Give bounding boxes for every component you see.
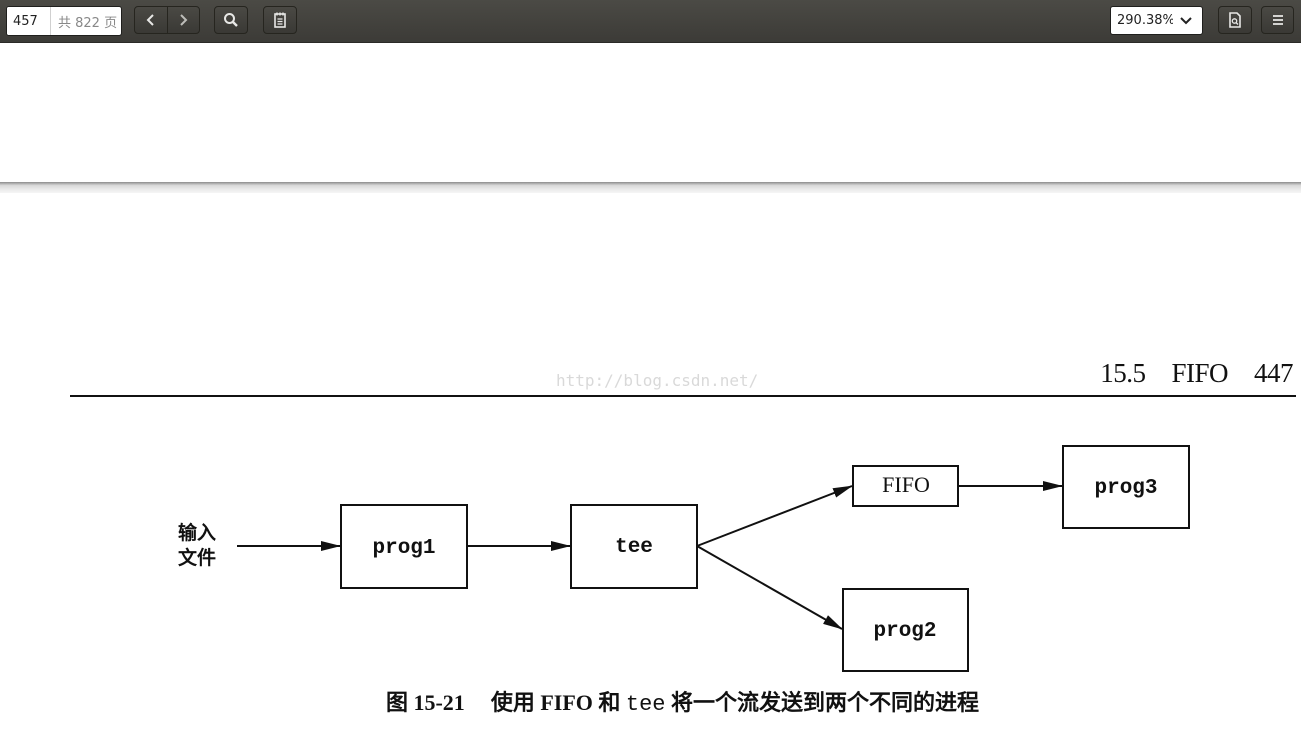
input-file-label-line2: 文件 (178, 546, 216, 569)
caption-code: tee (625, 692, 666, 717)
notepad-icon (274, 12, 286, 28)
page-number-input[interactable] (7, 7, 51, 35)
document-icon (1229, 12, 1241, 28)
search-button[interactable] (214, 6, 248, 34)
hamburger-menu-icon (1272, 15, 1283, 25)
section-number: 15.5 (1100, 358, 1146, 388)
page-nav-group (134, 6, 200, 34)
header-rule (70, 395, 1296, 397)
arrow-tee-to-prog2 (696, 545, 843, 630)
prog2-label: prog2 (873, 620, 936, 643)
watermark-url: http://blog.csdn.net/ (556, 371, 759, 390)
fifo-box: FIFO (852, 465, 959, 507)
caption-text-after: 将一个流发送到两个不同的进程 (670, 690, 979, 715)
prog1-label: prog1 (372, 537, 435, 560)
page-separator (0, 182, 1301, 193)
page-number-box: 共 822 页 (6, 6, 122, 36)
section-title: FIFO (1171, 358, 1228, 388)
caption-text-before: 使用 FIFO 和 (490, 690, 621, 715)
running-head: 15.5 FIFO 447 (1100, 358, 1293, 389)
menu-button[interactable] (1261, 6, 1294, 34)
search-icon (224, 13, 238, 27)
previous-page-button[interactable] (135, 7, 167, 33)
fifo-label: FIFO (882, 472, 930, 497)
chevron-right-icon (180, 14, 188, 26)
figure-number: 图 15-21 (385, 690, 465, 715)
tee-box: tee (570, 504, 698, 589)
page-count-label: 共 822 页 (58, 15, 118, 31)
viewer-toolbar: 共 822 页 290.38% (0, 0, 1301, 43)
arrow-tee-to-fifo (696, 485, 853, 547)
document-properties-button[interactable] (1218, 6, 1252, 34)
previous-page-bottom (0, 43, 1301, 182)
prog3-label: prog3 (1094, 477, 1157, 500)
page-number: 447 (1254, 358, 1294, 388)
figure-caption: 图 15-21 使用 FIFO 和 tee 将一个流发送到两个不同的进程 (0, 685, 1301, 717)
chevron-down-icon (1180, 16, 1192, 24)
zoom-value: 290.38% (1117, 13, 1173, 28)
zoom-select[interactable]: 290.38% (1110, 6, 1203, 35)
fifo-tee-diagram: 输入 文件 prog1 tee FIFO prog2 prog3 (178, 445, 1190, 672)
prog1-box: prog1 (340, 504, 468, 589)
next-page-button[interactable] (166, 7, 200, 33)
prog2-box: prog2 (842, 588, 969, 672)
prog3-box: prog3 (1062, 445, 1190, 529)
annotations-button[interactable] (263, 6, 297, 34)
chevron-left-icon (146, 14, 154, 26)
input-file-label-line1: 输入 (178, 521, 216, 544)
tee-label: tee (615, 536, 653, 559)
